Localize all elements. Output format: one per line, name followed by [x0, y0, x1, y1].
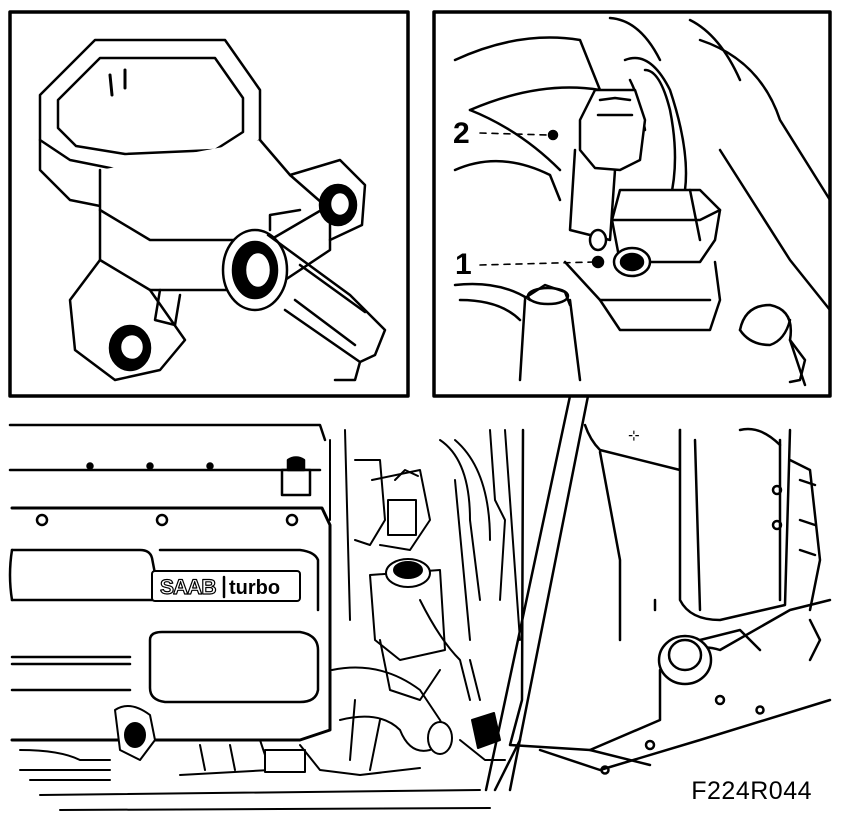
- installed-sensor-drawing: [453, 16, 832, 387]
- engine-cover: SAAB turbo: [8, 506, 332, 742]
- logo-model-text: turbo: [229, 577, 280, 599]
- figure-code: F224R044: [691, 777, 812, 805]
- location-detail-panel: [432, 10, 832, 398]
- front-chassis: [19, 705, 491, 811]
- inset-pointer: [484, 394, 590, 792]
- sensor-location-marker: [471, 712, 501, 749]
- callout-label-1: 1: [455, 248, 472, 281]
- strut-symbol: ⊹: [628, 427, 640, 443]
- engine-bay-drawing: SAAB turbo: [8, 423, 832, 811]
- callout-1-leader: [479, 261, 595, 266]
- sensor-detail-panel: [8, 10, 410, 398]
- logo-brand-text: SAAB: [160, 576, 216, 599]
- callout-2-leader: [479, 132, 549, 136]
- inner-wing-panel: ⊹: [493, 423, 832, 792]
- callout-label-2: 2: [453, 117, 470, 150]
- pressure-sensor-drawing: [38, 38, 387, 382]
- saab-turbo-logo: SAAB turbo: [151, 570, 301, 602]
- engine-components: [329, 429, 521, 771]
- sensor-panel-frame: [8, 10, 410, 398]
- location-panel-frame: [432, 10, 832, 398]
